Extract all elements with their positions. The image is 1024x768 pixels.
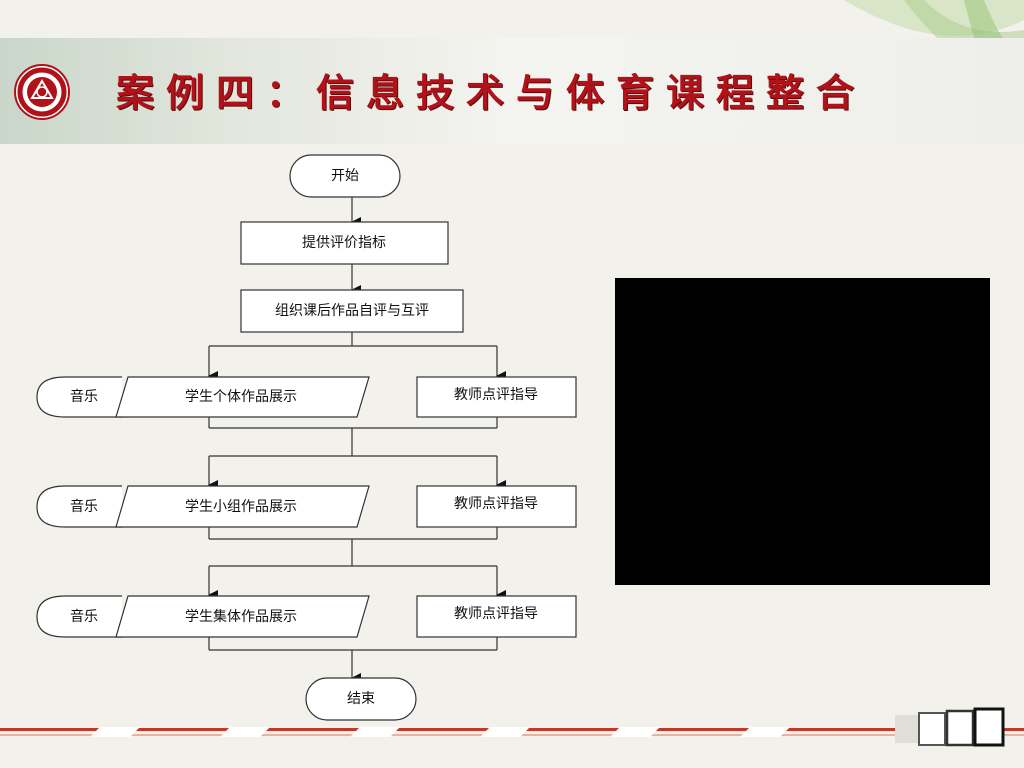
step1-label: 提供评价指标 — [302, 235, 386, 251]
music-node-3 — [36, 595, 122, 638]
start-node — [289, 154, 401, 198]
teacher-label-3: 教师点评指导 — [454, 606, 538, 622]
corner-decoration — [895, 707, 1005, 747]
music-label-3: 音乐 — [70, 608, 98, 625]
teacher-node-2 — [416, 485, 577, 528]
school-logo — [14, 64, 70, 120]
music-node-2 — [36, 485, 122, 528]
footer-stripe — [0, 727, 1024, 737]
end-node — [305, 677, 417, 721]
teacher-node-3 — [416, 595, 577, 638]
show-label-1: 学生个体作品展示 — [185, 389, 297, 405]
show-node-1 — [115, 376, 370, 418]
step-self-peer-review — [240, 289, 464, 333]
step2-label: 组织课后作品自评与互评 — [275, 303, 429, 319]
header-band — [0, 38, 1024, 144]
music-label-1: 音乐 — [70, 388, 98, 405]
show-node-2 — [115, 485, 370, 528]
teacher-label-1: 教师点评指导 — [454, 387, 538, 403]
step-provide-criteria — [240, 221, 449, 265]
music-label-2: 音乐 — [70, 498, 98, 515]
start-label: 开始 — [331, 168, 359, 184]
slide-title: 案例四：信息技术与体育课程整合 — [116, 70, 867, 115]
teacher-label-2: 教师点评指导 — [454, 496, 538, 512]
end-label: 结束 — [347, 691, 375, 707]
show-node-3 — [115, 595, 370, 638]
music-node-1 — [36, 376, 122, 418]
show-label-2: 学生小组作品展示 — [185, 499, 297, 515]
show-label-3: 学生集体作品展示 — [185, 608, 297, 625]
video-panel — [615, 278, 990, 585]
